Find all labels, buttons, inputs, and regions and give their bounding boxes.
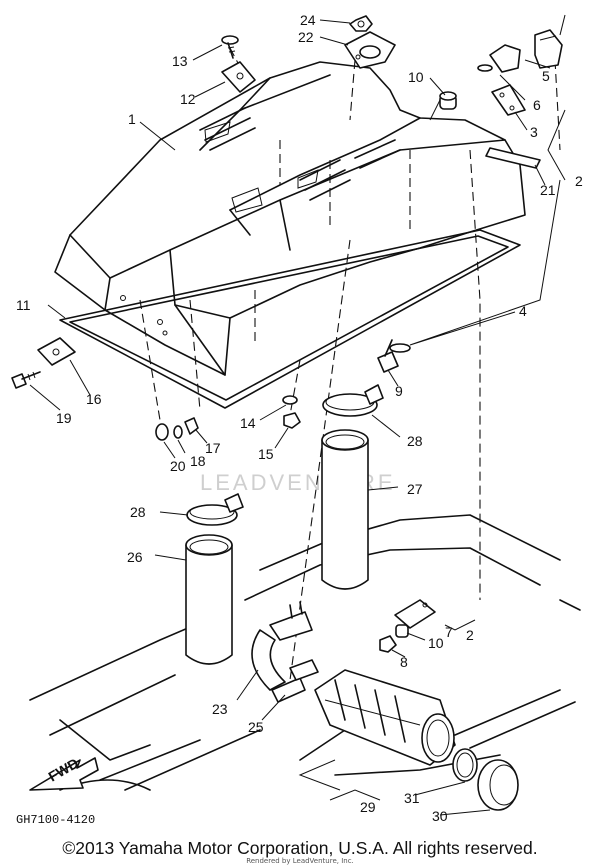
callout-2: 2 [466, 627, 474, 643]
callout-18: 18 [190, 453, 206, 469]
callout-29: 29 [360, 799, 376, 815]
cap-30 [477, 759, 519, 811]
callout-19: 19 [56, 410, 72, 426]
bracket-22 [344, 31, 396, 69]
callout-15: 15 [258, 446, 274, 462]
hose-27 [321, 429, 369, 590]
clamp-28-left [186, 493, 244, 526]
callout-1: 1 [128, 111, 136, 127]
callout-labels: 1 2 2 3 4 5 6 7 8 9 10 10 11 13 12 14 15… [16, 12, 583, 824]
callout-10: 10 [408, 69, 424, 85]
duct-29 [314, 669, 456, 766]
callout-10: 10 [428, 635, 444, 651]
engine-cover [54, 61, 526, 376]
label-25 [271, 659, 319, 703]
leader-lines [29, 14, 566, 816]
callout-23: 23 [212, 701, 228, 717]
nut-24 [349, 15, 373, 32]
drawing-code: GH7100-4120 [16, 813, 95, 827]
clamp-28-right [322, 384, 384, 417]
pin-6 [477, 64, 493, 72]
washer-20-18-17 [155, 417, 199, 441]
ring-31 [452, 748, 478, 782]
callout-22: 22 [298, 29, 314, 45]
latch-5 [489, 29, 563, 73]
hinge-plate-12 [221, 61, 256, 93]
callout-24: 24 [300, 12, 316, 28]
plate-3 [491, 84, 526, 116]
callout-27: 27 [407, 481, 423, 497]
collar-10-top [439, 91, 457, 110]
callout-28: 28 [407, 433, 423, 449]
callout-5: 5 [542, 68, 550, 84]
bolt-19 [11, 371, 41, 389]
hull-deck [29, 514, 581, 791]
callout-25: 25 [248, 719, 264, 735]
hose-26 [185, 534, 233, 665]
callout-7: 7 [445, 624, 453, 640]
fwd-arrow-icon: FWD [29, 755, 99, 791]
callout-30: 30 [432, 808, 448, 824]
callout-20: 20 [170, 458, 186, 474]
callout-31: 31 [404, 790, 420, 806]
screw-13 [221, 35, 239, 59]
callout-12: 12 [180, 91, 196, 107]
callout-9: 9 [395, 383, 403, 399]
callout-4: 4 [519, 303, 527, 319]
callout-8: 8 [400, 654, 408, 670]
callout-11: 11 [16, 297, 31, 313]
callout-17: 17 [205, 440, 221, 456]
copyright-notice: ©2013 Yamaha Motor Corporation, U.S.A. A… [62, 838, 538, 858]
grommet-14-15 [282, 395, 301, 429]
cover-seal [59, 229, 521, 409]
callout-28: 28 [130, 504, 146, 520]
callout-14: 14 [240, 415, 256, 431]
clamp-23 [251, 601, 313, 691]
bracket-7-8-10 [379, 599, 436, 653]
bolt-9-washer-4 [377, 339, 411, 373]
callout-2: 2 [575, 173, 583, 189]
bracket-16 [37, 337, 76, 366]
callout-3: 3 [530, 124, 538, 140]
callout-6: 6 [533, 97, 541, 113]
callout-13: 13 [172, 53, 188, 69]
callout-26: 26 [127, 549, 143, 565]
rendered-by-note: Rendered by LeadVenture, Inc. [246, 857, 354, 865]
callout-21: 21 [540, 182, 556, 198]
callout-16: 16 [86, 391, 102, 407]
